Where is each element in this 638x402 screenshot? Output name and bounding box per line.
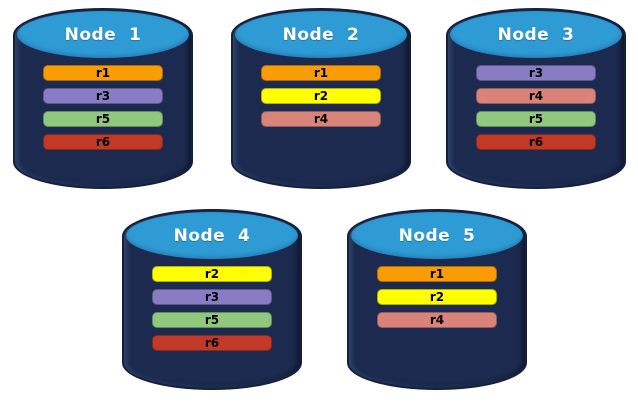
cylinder-top-ellipse: Node 1: [17, 11, 189, 58]
replica-bar: r4: [476, 88, 596, 104]
node-label: Node 3: [497, 24, 575, 45]
replica-bar: r2: [152, 266, 272, 282]
replica-bar: r1: [261, 65, 381, 81]
node-cylinder: Node 5 r1 r2 r4: [347, 209, 527, 390]
replica-bar: r6: [476, 134, 596, 150]
replica-bar: r4: [261, 111, 381, 127]
replica-bar: r4: [377, 312, 497, 328]
replica-bar: r5: [43, 111, 163, 127]
cylinder-top-ellipse: Node 5: [351, 212, 523, 259]
replica-bar: r1: [377, 266, 497, 282]
cylinder-top-ellipse: Node 2: [235, 11, 407, 58]
node-label: Node 4: [173, 225, 251, 246]
node-label: Node 5: [398, 225, 476, 246]
replica-list: r2 r3 r5 r6: [152, 266, 272, 358]
replica-list: r1 r2 r4: [377, 266, 497, 335]
replica-bar: r5: [476, 111, 596, 127]
replica-bar: r2: [377, 289, 497, 305]
node-cylinder: Node 1 r1 r3 r5 r6: [13, 8, 193, 189]
replica-bar: r3: [152, 289, 272, 305]
node-cylinder: Node 4 r2 r3 r5 r6: [122, 209, 302, 390]
replica-bar: r2: [261, 88, 381, 104]
node-label: Node 1: [64, 24, 142, 45]
replica-list: r3 r4 r5 r6: [476, 65, 596, 157]
replica-bar: r3: [43, 88, 163, 104]
cylinder-top-ellipse: Node 3: [450, 11, 622, 58]
node-cylinder: Node 2 r1 r2 r4: [231, 8, 411, 189]
replica-bar: r6: [152, 335, 272, 351]
replica-list: r1 r3 r5 r6: [43, 65, 163, 157]
replica-list: r1 r2 r4: [261, 65, 381, 134]
node-cylinder: Node 3 r3 r4 r5 r6: [446, 8, 626, 189]
replica-bar: r1: [43, 65, 163, 81]
node-label: Node 2: [282, 24, 360, 45]
replica-bar: r6: [43, 134, 163, 150]
replica-bar: r3: [476, 65, 596, 81]
replica-bar: r5: [152, 312, 272, 328]
cylinder-top-ellipse: Node 4: [126, 212, 298, 259]
